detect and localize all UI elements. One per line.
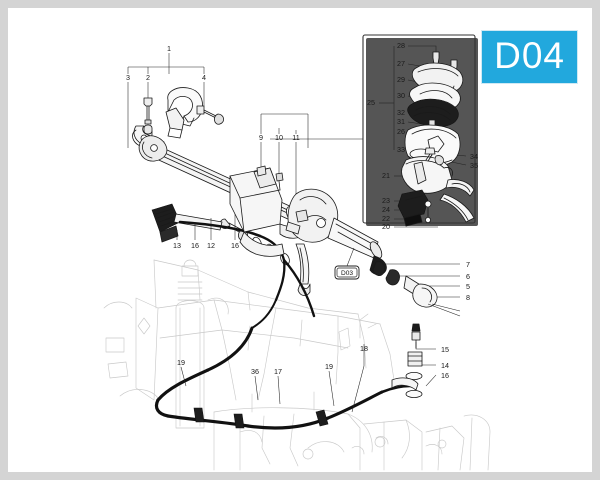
callout-5: 5 bbox=[466, 282, 470, 291]
callout-11: 11 bbox=[292, 133, 299, 142]
callout-36: 36 bbox=[251, 367, 259, 376]
callout-13: 13 bbox=[173, 241, 181, 250]
callout-15: 15 bbox=[441, 345, 449, 354]
banjo-bolt-group bbox=[372, 261, 461, 317]
callout-number-layer: 1 3 2 4 9 10 11 13 16 12 16 7 6 5 8 19 3… bbox=[126, 41, 478, 380]
callout-16a: 16 bbox=[191, 241, 199, 250]
callout-1: 1 bbox=[167, 44, 171, 53]
callout-9: 9 bbox=[259, 133, 263, 142]
callout-bracket-top bbox=[127, 53, 205, 148]
callout-16c: 16 bbox=[441, 371, 449, 380]
cross-reference-label: D03 bbox=[341, 270, 353, 277]
callout-6: 6 bbox=[466, 272, 470, 281]
callout-12: 12 bbox=[207, 241, 215, 250]
brake-hose-routing bbox=[154, 258, 412, 430]
plate-code-badge: D04 bbox=[481, 30, 578, 84]
cross-reference-d03[interactable]: D03 bbox=[334, 247, 360, 280]
callout-32: 32 bbox=[397, 108, 405, 117]
ghost-chassis-drawing bbox=[103, 259, 491, 471]
callout-33: 33 bbox=[397, 145, 405, 154]
callout-34: 34 bbox=[470, 152, 478, 161]
callout-19b: 19 bbox=[325, 362, 333, 371]
callout-17: 17 bbox=[274, 367, 282, 376]
callout-10: 10 bbox=[275, 133, 283, 142]
callout-2: 2 bbox=[146, 73, 150, 82]
callout-31: 31 bbox=[397, 117, 405, 126]
callout-22: 22 bbox=[382, 214, 390, 223]
callout-28: 28 bbox=[397, 41, 405, 50]
parts-diagram-canvas: 1 3 2 4 9 10 11 13 16 12 16 7 6 5 8 19 3… bbox=[103, 34, 491, 471]
callout-3: 3 bbox=[126, 73, 130, 82]
callout-8: 8 bbox=[466, 293, 470, 302]
callout-25: 25 bbox=[367, 98, 375, 107]
callout-27: 27 bbox=[397, 59, 405, 68]
inset-detail-box bbox=[270, 34, 478, 228]
callout-26: 26 bbox=[397, 127, 405, 136]
lower-callout-leaders bbox=[180, 323, 437, 413]
callout-23: 23 bbox=[382, 196, 390, 205]
callout-7: 7 bbox=[466, 260, 470, 269]
callout-16b: 16 bbox=[231, 241, 239, 250]
callout-19a: 19 bbox=[177, 358, 185, 367]
callout-18: 18 bbox=[360, 344, 368, 353]
callout-29: 29 bbox=[397, 75, 405, 84]
callout-21: 21 bbox=[382, 171, 390, 180]
callout-30: 30 bbox=[397, 91, 405, 100]
callout-35: 35 bbox=[470, 161, 478, 170]
callout-24: 24 bbox=[382, 205, 390, 214]
callout-4: 4 bbox=[202, 73, 206, 82]
callout-20: 20 bbox=[382, 222, 390, 231]
callout-14: 14 bbox=[441, 361, 449, 370]
